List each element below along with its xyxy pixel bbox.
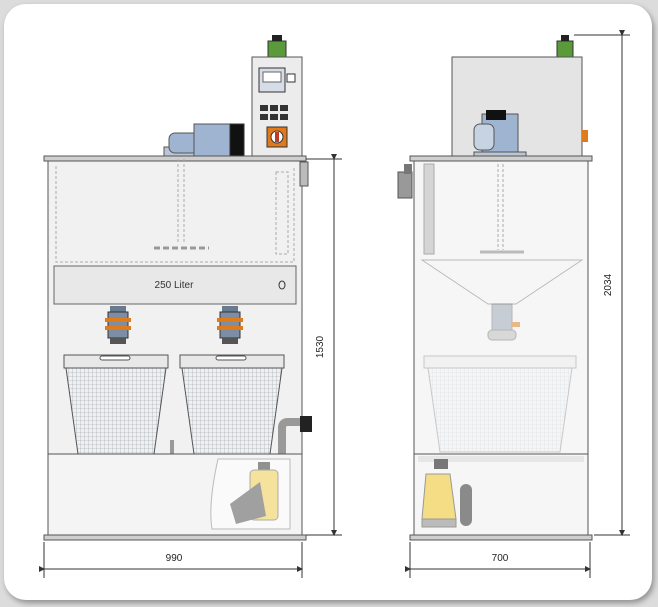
front-height-label: 1530 — [315, 335, 326, 358]
filter-basket-right — [179, 354, 285, 455]
side-status-light-icon — [556, 40, 574, 58]
side-motor — [473, 110, 527, 161]
side-height-label: 2034 — [603, 273, 614, 296]
dosing-valve-left — [105, 306, 131, 344]
tank-volume-label: 250 Liter — [155, 280, 195, 291]
side-height-dimension: 2034 — [574, 30, 630, 536]
front-width-dimension: 990 — [39, 542, 303, 578]
front-width-label: 990 — [166, 553, 183, 564]
side-width-label: 700 — [492, 553, 509, 564]
diagram-card: 250 Liter — [4, 4, 652, 600]
status-light-icon — [267, 40, 287, 58]
side-valve — [487, 303, 520, 341]
side-width-dimension: 700 — [405, 542, 591, 578]
outlet-pipe — [278, 416, 312, 456]
control-cabinet — [251, 35, 303, 158]
front-height-dimension: 1530 — [306, 154, 342, 536]
side-filter-basket — [423, 355, 577, 453]
submersible-pump-side — [421, 459, 472, 528]
side-inlet-pipe — [397, 163, 435, 255]
stirrer-motor — [163, 123, 245, 160]
dosing-valve-right — [217, 306, 243, 344]
side-view — [397, 35, 593, 541]
technical-drawing: 250 Liter — [39, 30, 630, 578]
filter-basket-left — [63, 354, 169, 455]
submersible-pump-front — [230, 462, 279, 524]
tank-label-band — [53, 265, 297, 305]
front-view: 250 Liter — [43, 35, 312, 541]
